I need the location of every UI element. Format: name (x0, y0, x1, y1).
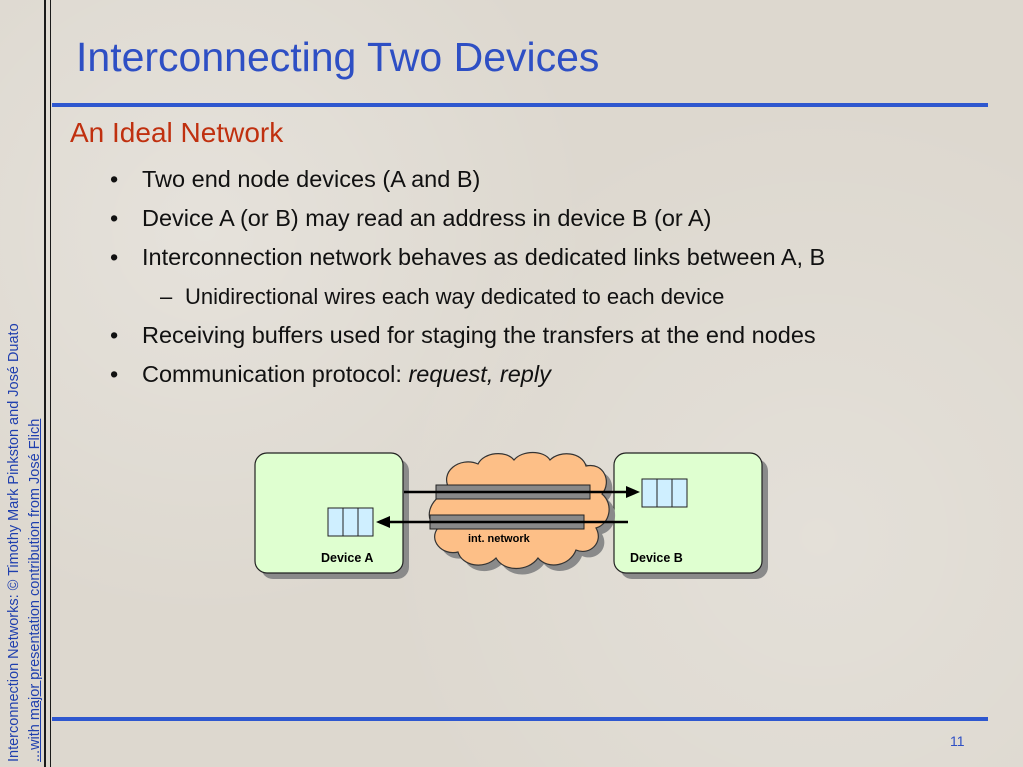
bullet-text: Interconnection network behaves as dedic… (142, 244, 826, 270)
device-a-label: Device A (321, 551, 373, 565)
bullet-item: • Device A (or B) may read an address in … (110, 199, 825, 238)
bullet-item: • Two end node devices (A and B) (110, 160, 825, 199)
bullet-item: • Communication protocol: request, reply (110, 355, 825, 394)
network-cloud (428, 451, 610, 570)
bullet-text: Communication protocol: (142, 361, 409, 387)
footer-rule (52, 717, 988, 721)
sub-bullet-dash: – (160, 284, 173, 309)
sub-bullet-text: Unidirectional wires each way dedicated … (185, 284, 725, 309)
bullet-list: • Two end node devices (A and B) • Device … (110, 160, 825, 394)
network-diagram: Device A Device B int. network (254, 451, 768, 579)
bullet-dot: • (110, 244, 119, 270)
bullet-dot: • (110, 361, 119, 387)
bullet-dot: • (110, 166, 119, 192)
left-vertical-rule (44, 0, 46, 767)
bullet-item: • Interconnection network behaves as dedi… (110, 238, 825, 277)
sub-bullet-item: –Unidirectional wires each way dedicated… (110, 277, 825, 316)
bullet-text: Two end node devices (A and B) (142, 166, 481, 192)
side-credit-line2: ...with major presentation contribution … (27, 418, 43, 762)
subheading: An Ideal Network (70, 117, 284, 148)
title-underline (52, 103, 988, 107)
left-vertical-rule-thin (50, 0, 51, 767)
bullet-item: • Receiving buffers used for staging the … (110, 316, 825, 355)
bullet-text: Device A (or B) may read an address in d… (142, 205, 712, 231)
page-number: 11 (950, 733, 965, 749)
arrow-head-left-icon (376, 516, 390, 528)
side-credit-line1: Interconnection Networks: © Timothy Mark… (6, 323, 22, 762)
bullet-dot: • (110, 205, 119, 231)
bullet-text: Receiving buffers used for staging the t… (142, 322, 816, 348)
network-label: int. network (468, 533, 531, 545)
bullet-dot: • (110, 322, 119, 348)
slide-title: Interconnecting Two Devices (76, 34, 600, 80)
side-credit: Interconnection Networks: © Timothy Mark… (4, 202, 46, 762)
device-b-buffer (641, 478, 688, 508)
device-b-label: Device B (630, 551, 683, 565)
device-a-buffer (327, 507, 374, 537)
arrow-head-right-icon (626, 486, 640, 498)
bullet-italic-text: request, reply (408, 361, 551, 387)
